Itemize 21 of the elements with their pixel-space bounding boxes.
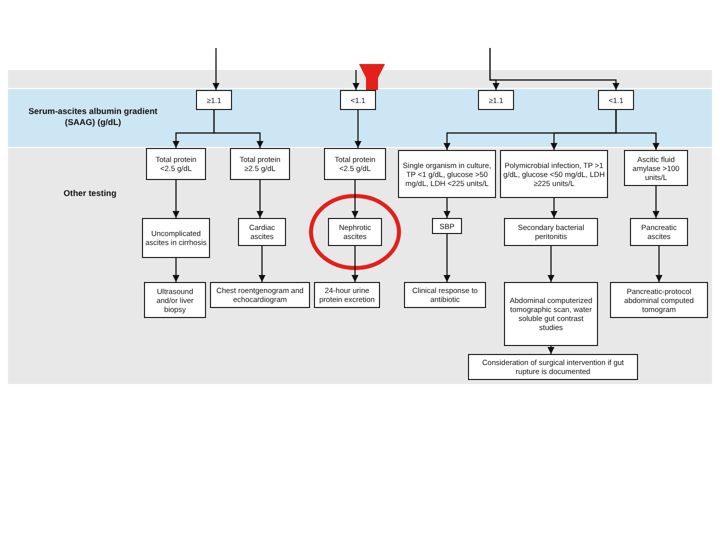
highlight-arrow xyxy=(359,64,385,90)
arrow xyxy=(444,234,450,282)
arrow xyxy=(213,110,264,148)
row-label: Serum-ascites albumin gradient (SAAG) (g/dL) xyxy=(28,106,158,128)
arrow xyxy=(212,48,220,90)
arrow xyxy=(548,346,554,354)
arrow xyxy=(550,198,558,218)
arrow xyxy=(656,246,662,282)
arrow xyxy=(615,110,660,150)
arrow xyxy=(352,70,360,90)
row-label: Other testing xyxy=(62,188,118,199)
arrow xyxy=(172,258,180,282)
arrow xyxy=(352,246,358,282)
arrow xyxy=(444,198,450,218)
arrow xyxy=(489,48,620,90)
arrow xyxy=(354,110,362,148)
arrow xyxy=(172,180,180,218)
arrow xyxy=(258,246,266,282)
arrow xyxy=(548,246,554,282)
arrow xyxy=(256,180,264,218)
arrow xyxy=(652,186,660,218)
